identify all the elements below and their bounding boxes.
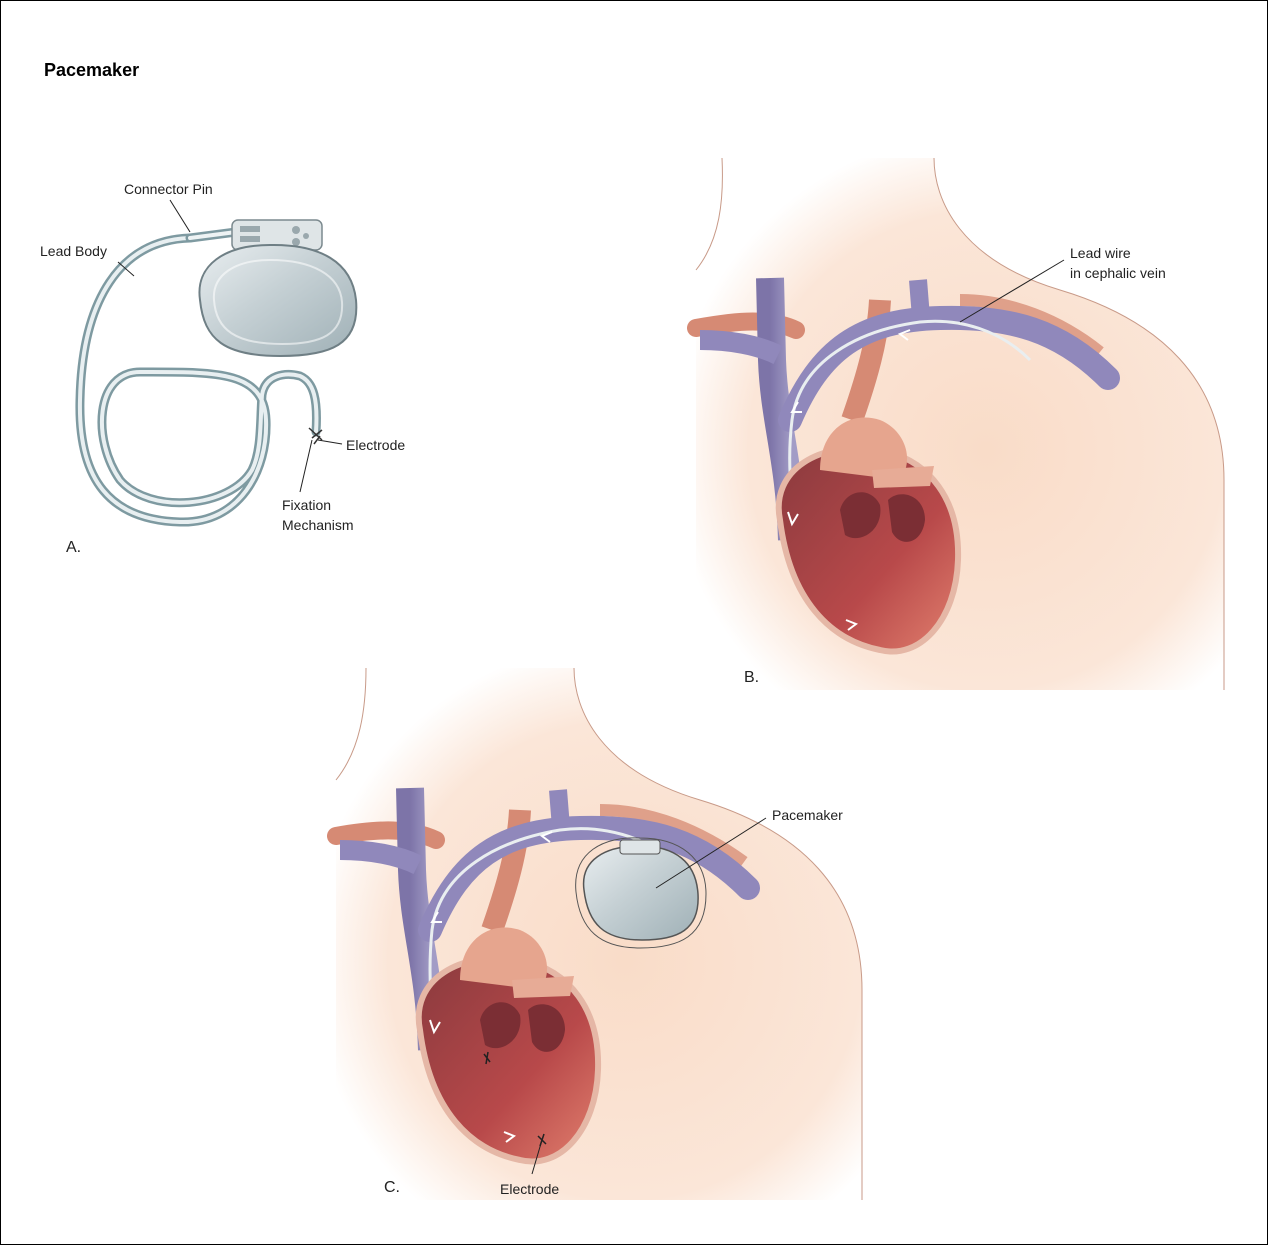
label-lead-wire-1: Lead wire <box>1070 245 1131 261</box>
label-electrode-a: Electrode <box>346 437 405 453</box>
panel-b-letter: B. <box>744 669 759 686</box>
pacemaker-device <box>199 245 356 356</box>
panel-c: Pacemaker Electrode C. <box>336 668 862 1200</box>
label-fixation-2: Mechanism <box>282 517 354 533</box>
label-lead-wire-2: in cephalic vein <box>1070 265 1166 281</box>
label-fixation-1: Fixation <box>282 497 331 513</box>
panel-b: Lead wire in cephalic vein B. <box>696 158 1224 690</box>
label-connector-pin: Connector Pin <box>124 181 213 197</box>
panel-a-letter: A. <box>66 539 81 556</box>
label-pacemaker: Pacemaker <box>772 807 843 823</box>
panel-c-letter: C. <box>384 1179 400 1196</box>
pacemaker-c <box>584 846 699 940</box>
panel-a: Connector Pin Lead Body Electrode Fixati… <box>40 181 405 556</box>
label-lead-body: Lead Body <box>40 243 107 259</box>
label-electrode-c: Electrode <box>500 1181 559 1197</box>
